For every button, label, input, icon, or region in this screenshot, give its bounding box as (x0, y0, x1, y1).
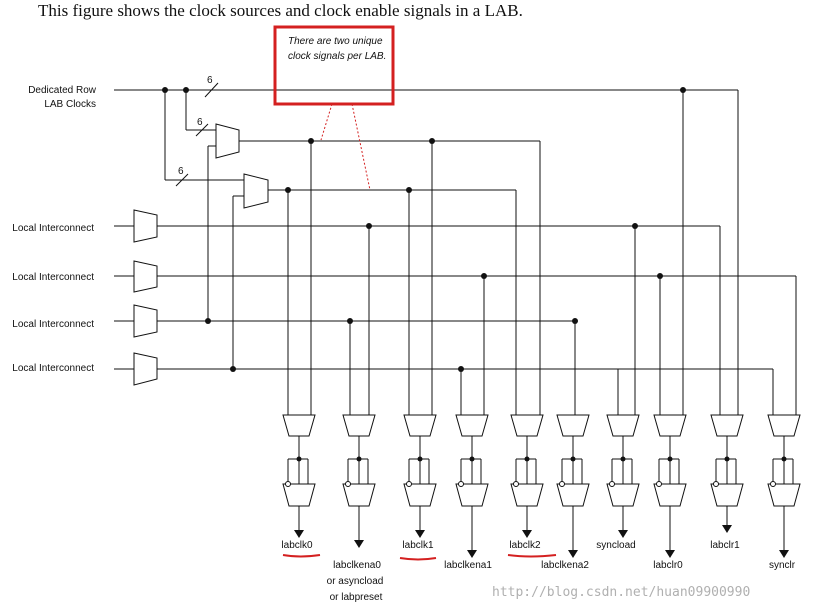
output-labclkena2: labclkena2 (541, 560, 589, 571)
bus-width-dedicated: 6 (207, 75, 213, 86)
output-labclkena1: labclkena1 (444, 560, 492, 571)
bus-width-mux2: 6 (178, 166, 184, 177)
output-labclr1: labclr1 (710, 540, 740, 551)
underline-labclk2 (507, 554, 557, 558)
local-interconnect-label-4: Local Interconnect (12, 363, 94, 374)
mux-column-labclk2 (510, 414, 544, 530)
output-labclr0: labclr0 (653, 560, 683, 571)
output-synclr: synclr (769, 560, 796, 571)
output-labclk0: labclk0 (281, 540, 313, 551)
dedicated-row-label: Dedicated Row (28, 85, 97, 96)
mux-column-synclr (767, 414, 801, 550)
output-labclkena0: labclkena0 (333, 560, 381, 571)
mux-column-labclr1 (710, 414, 744, 525)
local-interconnect-label-2: Local Interconnect (12, 272, 94, 283)
clock-mux-1 (215, 123, 240, 159)
lab-clocks-label: LAB Clocks (44, 99, 96, 110)
bus-width-mux1: 6 (197, 117, 203, 128)
local-buffer-3 (133, 304, 158, 338)
mux-column-syncload (606, 414, 640, 530)
local-interconnect-label-1: Local Interconnect (12, 223, 94, 234)
callout-text-1: There are two unique (288, 36, 383, 47)
mux-column-labclk0 (282, 414, 316, 530)
output-labclk2: labclk2 (509, 540, 541, 551)
output-labclk1: labclk1 (402, 540, 434, 551)
local-interconnect-label-3: Local Interconnect (12, 319, 94, 330)
mux-column-labclk1 (403, 414, 437, 530)
callout-box (273, 25, 395, 106)
output-syncload: syncload (596, 540, 635, 551)
mux-column-labclkena1 (455, 414, 489, 550)
mux-column-labclkena0 (342, 414, 376, 540)
watermark: http://blog.csdn.net/huan09900990 (492, 585, 750, 600)
output-labclkena0-alt1: or asyncload (327, 576, 384, 587)
clock-mux-2 (243, 173, 269, 209)
local-buffer-1 (133, 209, 158, 243)
figure-caption: This figure shows the clock sources and … (38, 1, 523, 20)
local-buffer-2 (133, 260, 158, 293)
output-labclkena0-alt2: or labpreset (330, 592, 383, 603)
mux-column-labclkena2 (556, 414, 590, 550)
underline-labclk0 (282, 554, 321, 558)
local-buffer-4 (133, 352, 158, 386)
callout-text-2: clock signals per LAB. (288, 51, 386, 62)
mux-column-labclr0 (653, 414, 687, 550)
underline-labclk1 (399, 557, 437, 561)
